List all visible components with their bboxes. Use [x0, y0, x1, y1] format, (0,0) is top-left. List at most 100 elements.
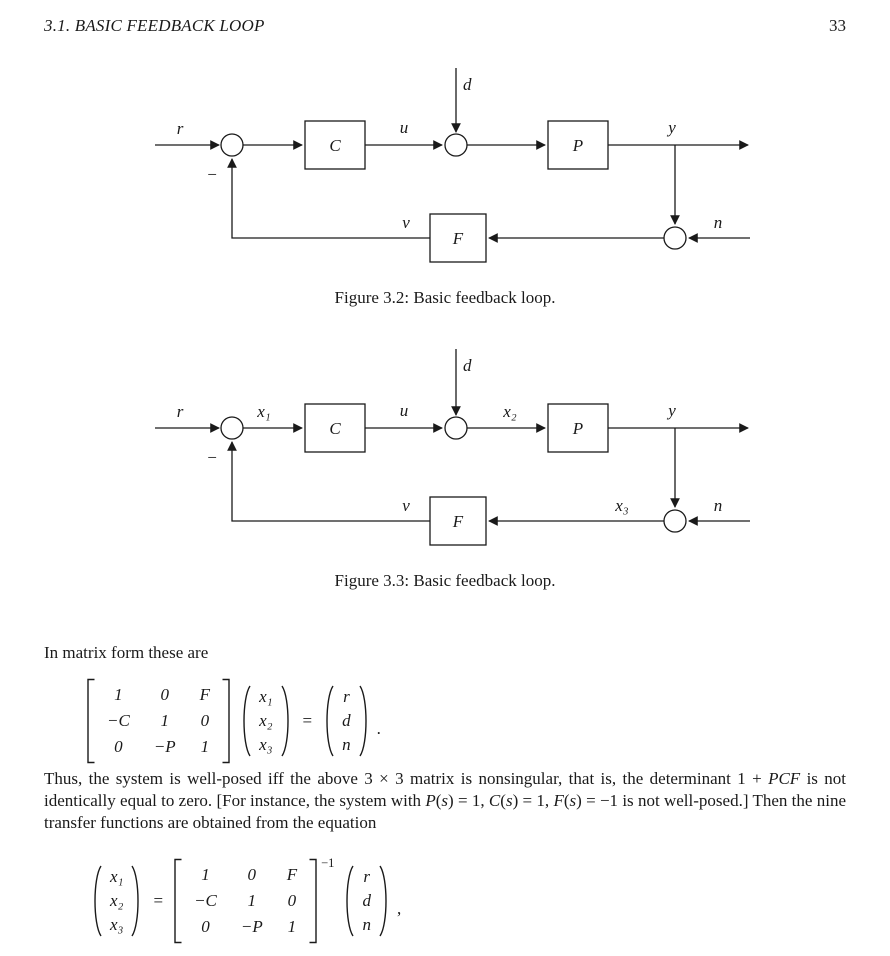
vector-cell: d	[342, 711, 351, 730]
label-x1: x₁	[256, 402, 270, 421]
label-minus: −	[206, 165, 217, 184]
vector-cell: x₁	[259, 687, 273, 706]
label-u: u	[400, 118, 409, 137]
label-y: y	[666, 118, 676, 137]
matrix-cell: 0	[114, 737, 123, 756]
sum-junction-left	[220, 133, 244, 157]
block-controller	[304, 403, 366, 453]
label-d: d	[463, 356, 472, 375]
vector-cell: d	[362, 891, 371, 910]
label-d: d	[463, 75, 472, 94]
label-y: y	[666, 401, 676, 420]
sum-junction-right	[663, 509, 687, 533]
block-plant	[547, 120, 609, 170]
sum-junction-middle	[444, 416, 468, 440]
figure-3-3-caption: Figure 3.3: Basic feedback loop.	[334, 571, 556, 590]
block-controller-label: C	[329, 419, 341, 438]
matrix-cell: F	[286, 865, 298, 884]
figure-3-3-diagram: C P F r d u y n v − x₁ x₂ x₃	[155, 349, 750, 546]
left-square-bracket	[174, 858, 182, 944]
block-sensor	[429, 496, 487, 546]
matrix-cell: 1	[160, 711, 169, 730]
label-x2: x₂	[502, 402, 517, 421]
label-minus: −	[206, 448, 217, 467]
matrix-cell: 0	[200, 711, 210, 730]
matrix-cell: 0	[201, 917, 210, 936]
matrix-cell: 1	[287, 917, 297, 936]
trailing-punctuation: .	[376, 719, 381, 738]
matrix-cell: −C	[107, 711, 130, 730]
matrix-cell: −P	[240, 917, 263, 936]
signal-wires	[155, 68, 750, 243]
feedback-wire	[227, 441, 430, 522]
vector-cell: x₁	[110, 867, 124, 886]
sum-junction-middle	[444, 133, 468, 157]
vector-cell: x₃	[110, 915, 124, 934]
feedback-wire	[227, 158, 430, 239]
matrix-cell: −C	[194, 891, 217, 910]
figure-3-2-diagram: C P F r d u y n v −	[155, 68, 750, 263]
matrix-cell: 1	[200, 737, 210, 756]
block-sensor-label: F	[452, 229, 464, 248]
input-vector: r d n	[355, 865, 378, 937]
sum-junction-right	[663, 226, 687, 250]
right-paren	[379, 865, 387, 937]
block-plant	[547, 403, 609, 453]
left-square-bracket	[87, 678, 95, 764]
equals-sign: =	[302, 711, 313, 730]
label-v: v	[402, 213, 410, 232]
state-vector: x₁ x₂ x₃	[252, 685, 279, 757]
block-plant-label: P	[572, 136, 583, 155]
matrix-cell: −P	[153, 737, 176, 756]
state-vector: x₁ x₂ x₃	[103, 865, 130, 937]
left-paren	[326, 685, 334, 757]
equation-2: x₁ x₂ x₃ = 1 0 F −C 1 0 0 −P 1 −1 r d n …	[90, 856, 402, 944]
vector-cell: r	[343, 687, 350, 706]
matrix-cell: 0	[287, 891, 297, 910]
label-u: u	[400, 401, 409, 420]
input-vector: r d n	[335, 685, 358, 757]
left-paren	[94, 865, 102, 937]
body-paragraph: Thus, the system is well-posed iff the a…	[44, 769, 847, 832]
trailing-punctuation: ,	[396, 899, 402, 918]
matrix-cell: 1	[247, 891, 257, 910]
coefficient-matrix: 1 0 F −C 1 0 0 −P 1	[182, 862, 309, 940]
label-n: n	[714, 496, 723, 515]
vector-cell: n	[362, 915, 371, 934]
vector-cell: r	[363, 867, 370, 886]
sum-junction-left	[220, 416, 244, 440]
block-sensor	[429, 213, 487, 263]
vector-cell: x₂	[110, 891, 124, 910]
left-paren	[243, 685, 251, 757]
equals-sign: =	[153, 891, 164, 910]
intro-sentence: In matrix form these are	[44, 643, 209, 662]
right-paren	[131, 865, 140, 937]
section-header: 3.1. BASIC FEEDBACK LOOP	[44, 16, 265, 35]
matrix-cell: 1	[114, 685, 123, 704]
equation-1: 1 0 F −C 1 0 0 −P 1 x₁ x₂ x₃ = r d n .	[86, 678, 381, 764]
matrix-cell: 0	[247, 865, 257, 884]
vector-cell: x₂	[259, 711, 273, 730]
block-controller-label: C	[329, 136, 341, 155]
left-paren	[346, 865, 355, 937]
right-paren	[359, 685, 367, 757]
block-controller	[304, 120, 366, 170]
label-n: n	[714, 213, 723, 232]
matrix-cell: 1	[201, 865, 210, 884]
signal-wires	[155, 349, 750, 526]
inverse-exponent: −1	[321, 856, 335, 870]
label-v: v	[402, 496, 410, 515]
vector-cell: x₃	[259, 735, 273, 754]
right-square-bracket	[309, 858, 317, 944]
matrix-cell: 0	[160, 685, 169, 704]
matrix-cell: F	[199, 685, 211, 704]
coefficient-matrix: 1 0 F −C 1 0 0 −P 1	[95, 682, 222, 760]
page-number: 33	[829, 16, 846, 35]
label-x3: x₃	[614, 496, 629, 515]
right-paren	[280, 685, 289, 757]
label-r: r	[177, 402, 184, 421]
vector-cell: n	[342, 735, 351, 754]
right-square-bracket	[222, 678, 230, 764]
block-sensor-label: F	[452, 512, 464, 531]
